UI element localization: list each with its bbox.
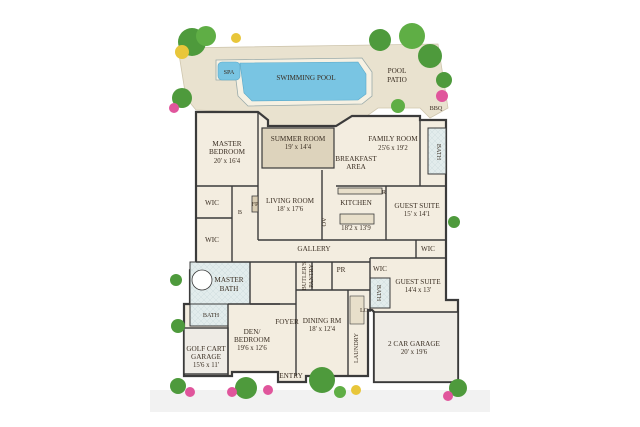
bath-right-tile: [427, 127, 447, 175]
lc-label: LC: [360, 307, 368, 314]
breakfast-area-label-2: AREA: [346, 163, 366, 171]
fireplace: [251, 195, 259, 213]
ov-label: OV: [321, 217, 328, 226]
master-bedroom-label-1: MASTER: [212, 140, 241, 148]
breakfast-area-label-1: BREAKFAST: [335, 155, 377, 163]
master-bedroom-label-2: BEDROOM: [209, 148, 246, 156]
r-label: R: [382, 189, 387, 196]
entry-label: ENTRY: [279, 372, 303, 380]
two-car-garage-size: 20' x 19'6: [401, 349, 428, 356]
guest-suite-1-label: GUEST SUITE: [394, 202, 440, 210]
butlers-pantry-label-2: PANTRY: [308, 264, 315, 288]
summer-room-label: SUMMER ROOM: [271, 135, 326, 143]
bbq-label: BBQ: [430, 105, 443, 112]
master-bedroom-size: 20' x 16'4: [214, 158, 241, 165]
pool-water: [239, 61, 367, 102]
master-tub: [191, 269, 213, 291]
family-room-label: FAMILY ROOM: [368, 135, 418, 143]
interior-walls: [196, 112, 446, 376]
bath-right-label: BATH: [435, 144, 442, 161]
bath-small-right-label: BATH: [375, 285, 382, 302]
foyer-label: FOYER: [275, 318, 299, 326]
dining-rm-label: DINING RM: [303, 317, 342, 325]
pr-label: PR: [337, 266, 346, 274]
golf-cart-garage-floor: [183, 327, 229, 375]
b-label: B: [238, 209, 242, 216]
den-bedroom-label-1: DEN/: [244, 328, 261, 336]
guest-suite-2-label: GUEST SUITE: [395, 278, 441, 286]
den-bedroom-size: 19'6 x 12'6: [237, 345, 267, 352]
ground-shadow: [150, 390, 490, 412]
living-room-size: 18' x 17'6: [277, 206, 304, 213]
kitchen-counter: [337, 187, 383, 195]
master-bath-label-2: BATH: [220, 285, 239, 293]
wic-4-label: WIC: [373, 265, 387, 273]
spa: [217, 61, 241, 81]
wic-1-label: WIC: [205, 199, 219, 207]
butlers-pantry-label-1: BUTLER'S: [301, 261, 308, 290]
two-car-garage-floor: [373, 311, 459, 383]
gallery-label: GALLERY: [297, 245, 331, 253]
pool-label: SWIMMING POOL: [276, 74, 335, 82]
kitchen-island: [339, 213, 375, 225]
den-bedroom-label-2: BEDROOM: [234, 336, 271, 344]
golf-cart-garage-label-1: GOLF CART: [186, 345, 226, 353]
golf-cart-garage-label-2: GARAGE: [191, 353, 222, 361]
master-bath-label-1: MASTER: [214, 276, 243, 284]
bath-left-label: BATH: [203, 312, 220, 319]
landscaping: [169, 23, 467, 401]
wic-2-label: WIC: [205, 236, 219, 244]
laundry-label: LAUNDRY: [353, 333, 360, 363]
kitchen-size: 18'2 x 13'9: [341, 225, 371, 232]
kitchen-label: KITCHEN: [340, 199, 372, 207]
summer-room-size: 19' x 14'4: [285, 144, 312, 151]
pool-patio-label-1: POOL: [388, 67, 407, 75]
dining-rm-size: 18' x 12'4: [309, 326, 336, 333]
fp-label: FP: [252, 201, 259, 208]
spa-label: SPA: [224, 69, 235, 76]
summer-room-floor: [261, 127, 335, 169]
two-car-garage-label: 2 CAR GARAGE: [388, 340, 441, 348]
pool-patio-label-2: PATIO: [387, 76, 407, 84]
garage-stair: [349, 295, 365, 325]
guest-suite-1-size: 15' x 14'1: [404, 211, 430, 218]
living-room-label: LIVING ROOM: [266, 197, 315, 205]
family-room-size: 25'6 x 19'2: [378, 145, 408, 152]
guest-suite-2-size: 14'4 x 13': [405, 287, 431, 294]
golf-cart-garage-size: 15'6 x 11': [193, 362, 219, 369]
wic-3-label: WIC: [421, 245, 435, 253]
